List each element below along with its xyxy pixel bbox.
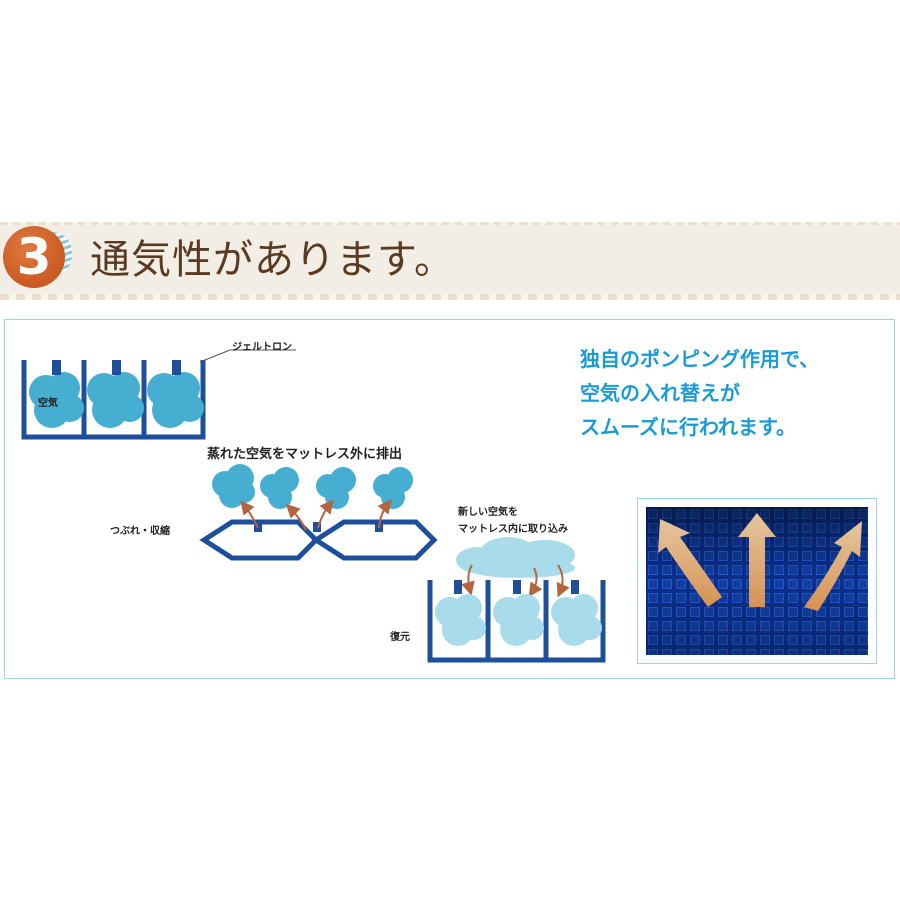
header-band [0, 225, 900, 297]
gel-stem [52, 360, 61, 375]
gel-label: ジェルトロン [232, 342, 292, 353]
exhaust-label: 蒸れた空気をマットレス外に排出 [207, 447, 403, 462]
gel-stem [172, 360, 181, 375]
air-cloud-icon [493, 594, 544, 646]
restore-label: 復元 [390, 632, 410, 643]
exhaust-clouds [212, 464, 413, 531]
air-cloud-icon [551, 594, 602, 646]
compress-label: つぶれ・収縮 [110, 526, 170, 537]
exhaust-arrow [317, 499, 334, 529]
gel-stem [454, 580, 462, 594]
intake-arrow [556, 564, 570, 598]
compressed-cell [311, 519, 438, 561]
exhaust-arrow [377, 499, 392, 529]
intake-arrow [528, 567, 543, 597]
tagline-line3: スムーズに行われます。 [580, 415, 796, 439]
airflow-arrow-right [804, 521, 862, 611]
section-number: 3 [16, 228, 52, 286]
air-cloud-icon [435, 594, 486, 646]
gel-cell-frame [21, 360, 206, 440]
fresh-air-cloud-icon [456, 537, 575, 598]
tagline-line2: 空気の入れ替えが [580, 381, 740, 405]
intake-arrow [461, 564, 475, 596]
air-cloud-icon [87, 372, 144, 428]
air-cloud-icon [316, 467, 356, 509]
exhaust-arrow [240, 500, 259, 529]
airflow-arrow-left [658, 519, 722, 607]
air-cloud-icon [147, 372, 204, 428]
exhaust-arrow [285, 503, 307, 531]
header-band-bottom-edge [0, 294, 900, 300]
tagline-line1: 独自のポンピング作用で、 [580, 347, 820, 371]
gel-stem [313, 522, 321, 532]
intake-label-line2: マットレス内に取り込み [458, 524, 568, 535]
gel-stem [513, 580, 521, 594]
tagline: 独自のポンピング作用で、 空気の入れ替えが スムーズに行われます。 [580, 342, 880, 444]
air-cloud-icon [373, 467, 413, 509]
air-cloud-icon [212, 464, 255, 508]
mesh-airflow-photo [637, 498, 877, 664]
gel-cells-top [21, 349, 296, 440]
number-badge-icon [3, 226, 65, 288]
gel-cell-frame [427, 580, 606, 663]
restored-cells [427, 580, 606, 663]
mesh-airflow-icon [646, 507, 868, 655]
intake-label-line1: 新しい空気を [458, 507, 518, 518]
air-cloud-icon [29, 372, 84, 428]
gel-stem [571, 580, 579, 594]
airflow-arrow-center [738, 513, 776, 607]
page-title: 通気性があります。 [90, 237, 455, 283]
gel-stem [112, 360, 121, 375]
air-label: 空気 [38, 398, 58, 409]
air-cloud-icon [260, 467, 299, 509]
gel-label-leader [199, 349, 231, 363]
